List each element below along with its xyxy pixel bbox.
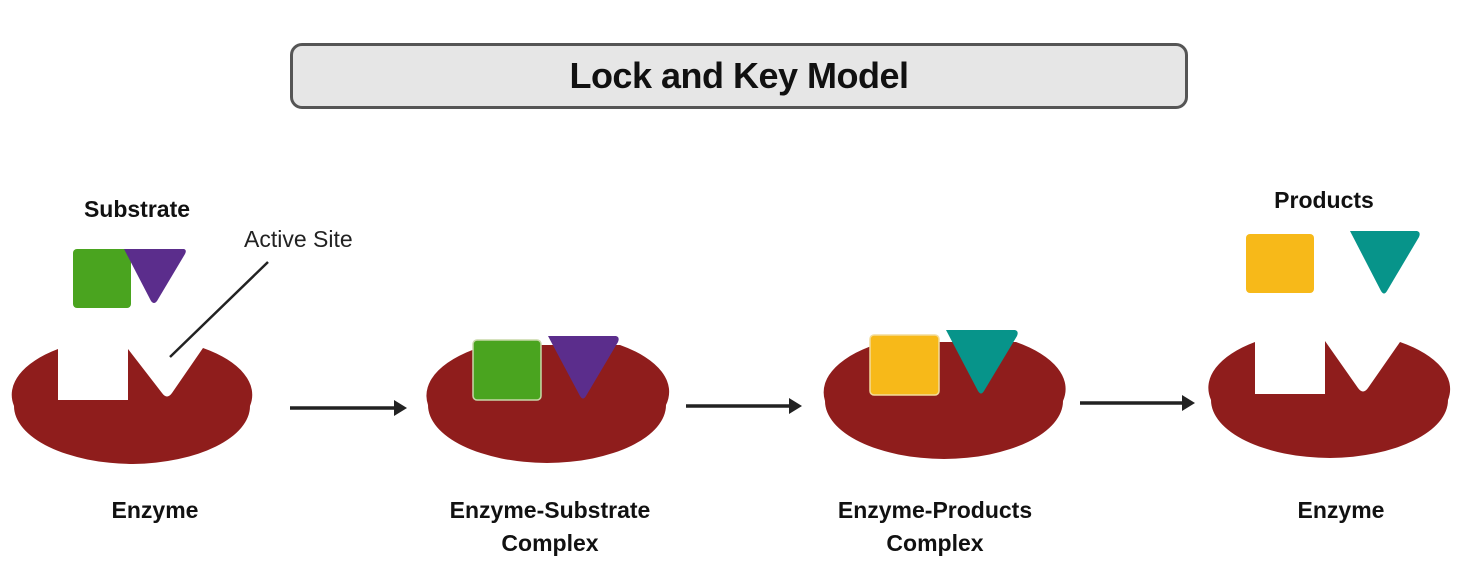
substrate-label: Substrate xyxy=(83,196,191,222)
arrow-2 xyxy=(686,398,802,414)
active-site-label: Active Site xyxy=(244,226,353,252)
stage-label-text: Enzyme xyxy=(1297,497,1385,523)
substrate-free xyxy=(73,249,186,308)
stage-label-enzyme-1: Enzyme xyxy=(80,494,230,527)
stage-label-line2: Complex xyxy=(886,530,984,556)
stage-label-enzyme-4: Enzyme xyxy=(1266,494,1416,527)
enzyme-shape xyxy=(1208,341,1451,458)
enzyme-shape xyxy=(426,345,670,463)
product-square xyxy=(869,334,940,396)
title-banner: Lock and Key Model xyxy=(290,43,1188,109)
stage-label-enzyme-products: Enzyme-Products Complex xyxy=(810,494,1060,560)
enzyme-shape xyxy=(11,348,253,464)
substrate-triangle xyxy=(548,336,619,399)
stage-label-text: Enzyme xyxy=(111,497,199,523)
stage-label-line1: Enzyme-Substrate xyxy=(449,497,651,523)
substrate-square xyxy=(73,249,131,308)
product-triangle xyxy=(946,330,1018,394)
arrow-3 xyxy=(1080,395,1195,411)
products-label: Products xyxy=(1274,187,1374,213)
diagram-title: Lock and Key Model xyxy=(569,55,909,96)
enzyme-stage-4 xyxy=(1208,341,1451,458)
product-triangle xyxy=(1350,231,1420,294)
enzyme-substrate-complex xyxy=(426,336,670,463)
product-square xyxy=(1246,234,1314,293)
active-site-pointer-line xyxy=(169,261,269,358)
substrate-triangle xyxy=(124,249,186,303)
stage-label-line1: Enzyme-Products xyxy=(837,497,1033,523)
enzyme-stage-1 xyxy=(11,348,253,464)
stage-label-enzyme-substrate: Enzyme-Substrate Complex xyxy=(420,494,680,560)
enzyme-products-complex xyxy=(823,330,1066,459)
arrow-1 xyxy=(290,400,407,416)
enzyme-shape xyxy=(823,342,1066,459)
substrate-square xyxy=(472,339,542,401)
products-free xyxy=(1246,231,1420,294)
stage-label-line2: Complex xyxy=(501,530,599,556)
